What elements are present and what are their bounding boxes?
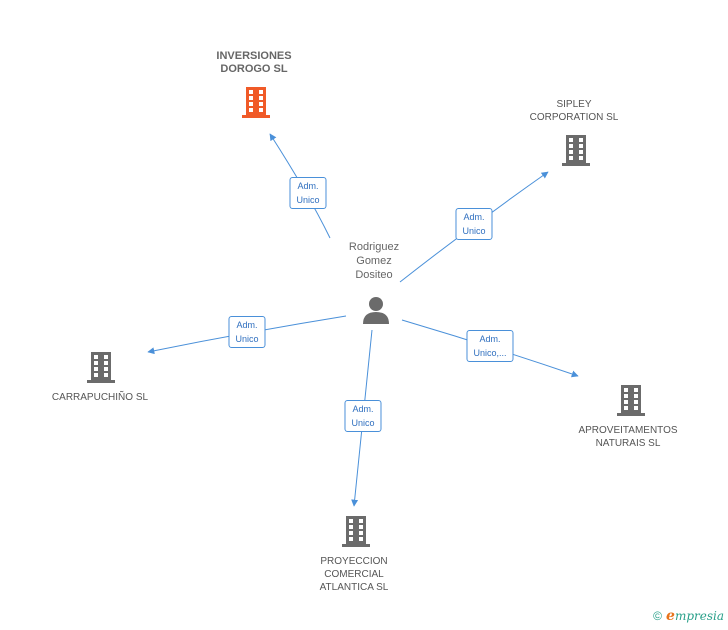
building-icon[interactable] — [617, 385, 645, 416]
brand-logo-text: mpresia — [674, 609, 724, 623]
company-label-sipley[interactable]: SIPLEY CORPORATION SL — [529, 99, 619, 123]
building-icon[interactable] — [87, 352, 115, 383]
person-icon[interactable] — [363, 297, 389, 324]
brand-footer: ©empresia — [653, 608, 724, 624]
edge-label-carrapuchino[interactable]: Adm. Unico — [228, 316, 266, 348]
edge-label-proyeccion[interactable]: Adm. Unico — [344, 400, 382, 432]
building-icon[interactable] — [342, 516, 370, 547]
edge-label-sipley[interactable]: Adm. Unico — [455, 208, 493, 240]
company-label-proyeccion[interactable]: PROYECCION COMERCIAL ATLANTICA SL — [319, 556, 389, 593]
edge-label-aproveitamentos[interactable]: Adm. Unico,... — [466, 330, 514, 362]
building-icon[interactable] — [562, 135, 590, 166]
company-label-carrapuchino[interactable]: CARRAPUCHIÑO SL — [51, 392, 149, 403]
brand-logo-initial: e — [666, 608, 675, 624]
building-icon[interactable] — [242, 87, 270, 118]
edge-label-inversiones[interactable]: Adm. Unico — [289, 177, 327, 209]
company-label-aproveitamentos[interactable]: APROVEITAMENTOS NATURAIS SL — [578, 425, 678, 449]
company-label-inversiones[interactable]: INVERSIONES DOROGO SL — [216, 50, 292, 75]
copyright-icon: © — [653, 609, 663, 623]
person-name-label[interactable]: Rodriguez Gomez Dositeo — [348, 241, 400, 281]
